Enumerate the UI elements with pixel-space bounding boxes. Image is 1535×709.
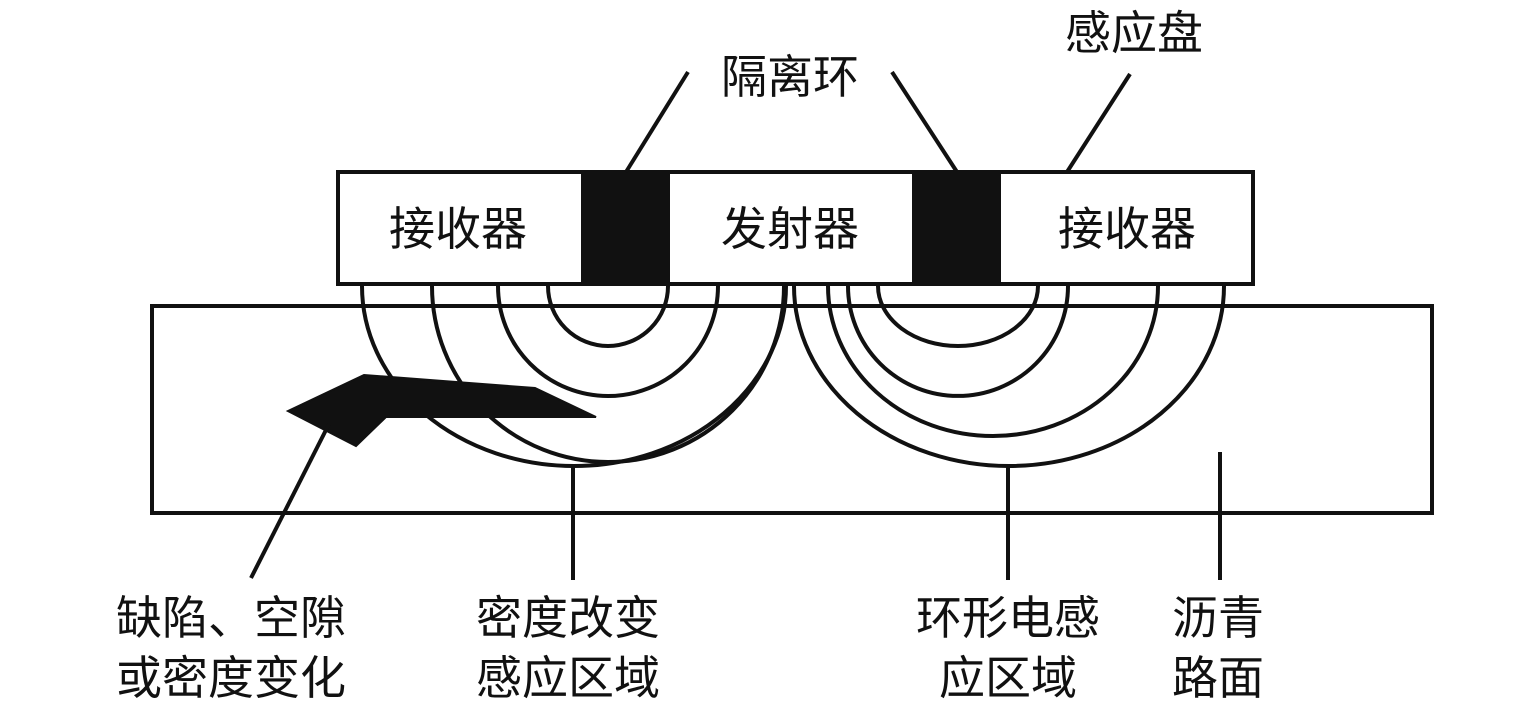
isolation-ring-left (583, 172, 668, 284)
leader-sensor-plate (1065, 72, 1132, 174)
left-receiver-label: 接收器 (389, 202, 527, 256)
density-zone-callout-line1: 密度改变 (476, 591, 660, 645)
leader-isolation-right (890, 70, 959, 174)
left-field-arcs (360, 285, 788, 468)
leader-isolation-left (624, 70, 690, 174)
isolation-ring-right (914, 172, 999, 284)
sensor-plate-outline (336, 170, 1255, 286)
ring-zone-callout-line1: 环形电感 (916, 591, 1100, 645)
right-receiver-label: 接收器 (1058, 202, 1196, 256)
asphalt-slab (150, 304, 1434, 515)
ring-zone-callout-line2: 应区域 (939, 651, 1077, 705)
leader-lines (249, 70, 1222, 580)
leader-defect (249, 423, 331, 579)
left-arc-3 (430, 285, 786, 464)
right-arc-1 (876, 285, 1040, 348)
defect-callout-line1: 缺陷、空隙 (116, 591, 346, 645)
sensor-plate: 接收器 发射器 接收器 (336, 170, 1255, 286)
left-arc-2 (496, 285, 720, 398)
asphalt-callout-line1: 沥青 (1172, 591, 1264, 645)
isolation-ring-callout: 隔离环 (721, 50, 859, 104)
sensor-plate-callout: 感应盘 (1065, 6, 1203, 60)
right-arc-3 (826, 285, 1160, 438)
right-field-arcs (792, 285, 1226, 468)
left-arc-1 (546, 285, 670, 348)
transmitter-label: 发射器 (721, 202, 859, 256)
defect-void-shape (285, 373, 597, 448)
asphalt-callout-line2: 路面 (1172, 651, 1264, 705)
left-arc-4 (360, 285, 788, 468)
density-zone-callout-line2: 感应区域 (476, 651, 660, 705)
defect-callout-line2: 或密度变化 (116, 651, 346, 705)
right-arc-2 (846, 285, 1070, 398)
